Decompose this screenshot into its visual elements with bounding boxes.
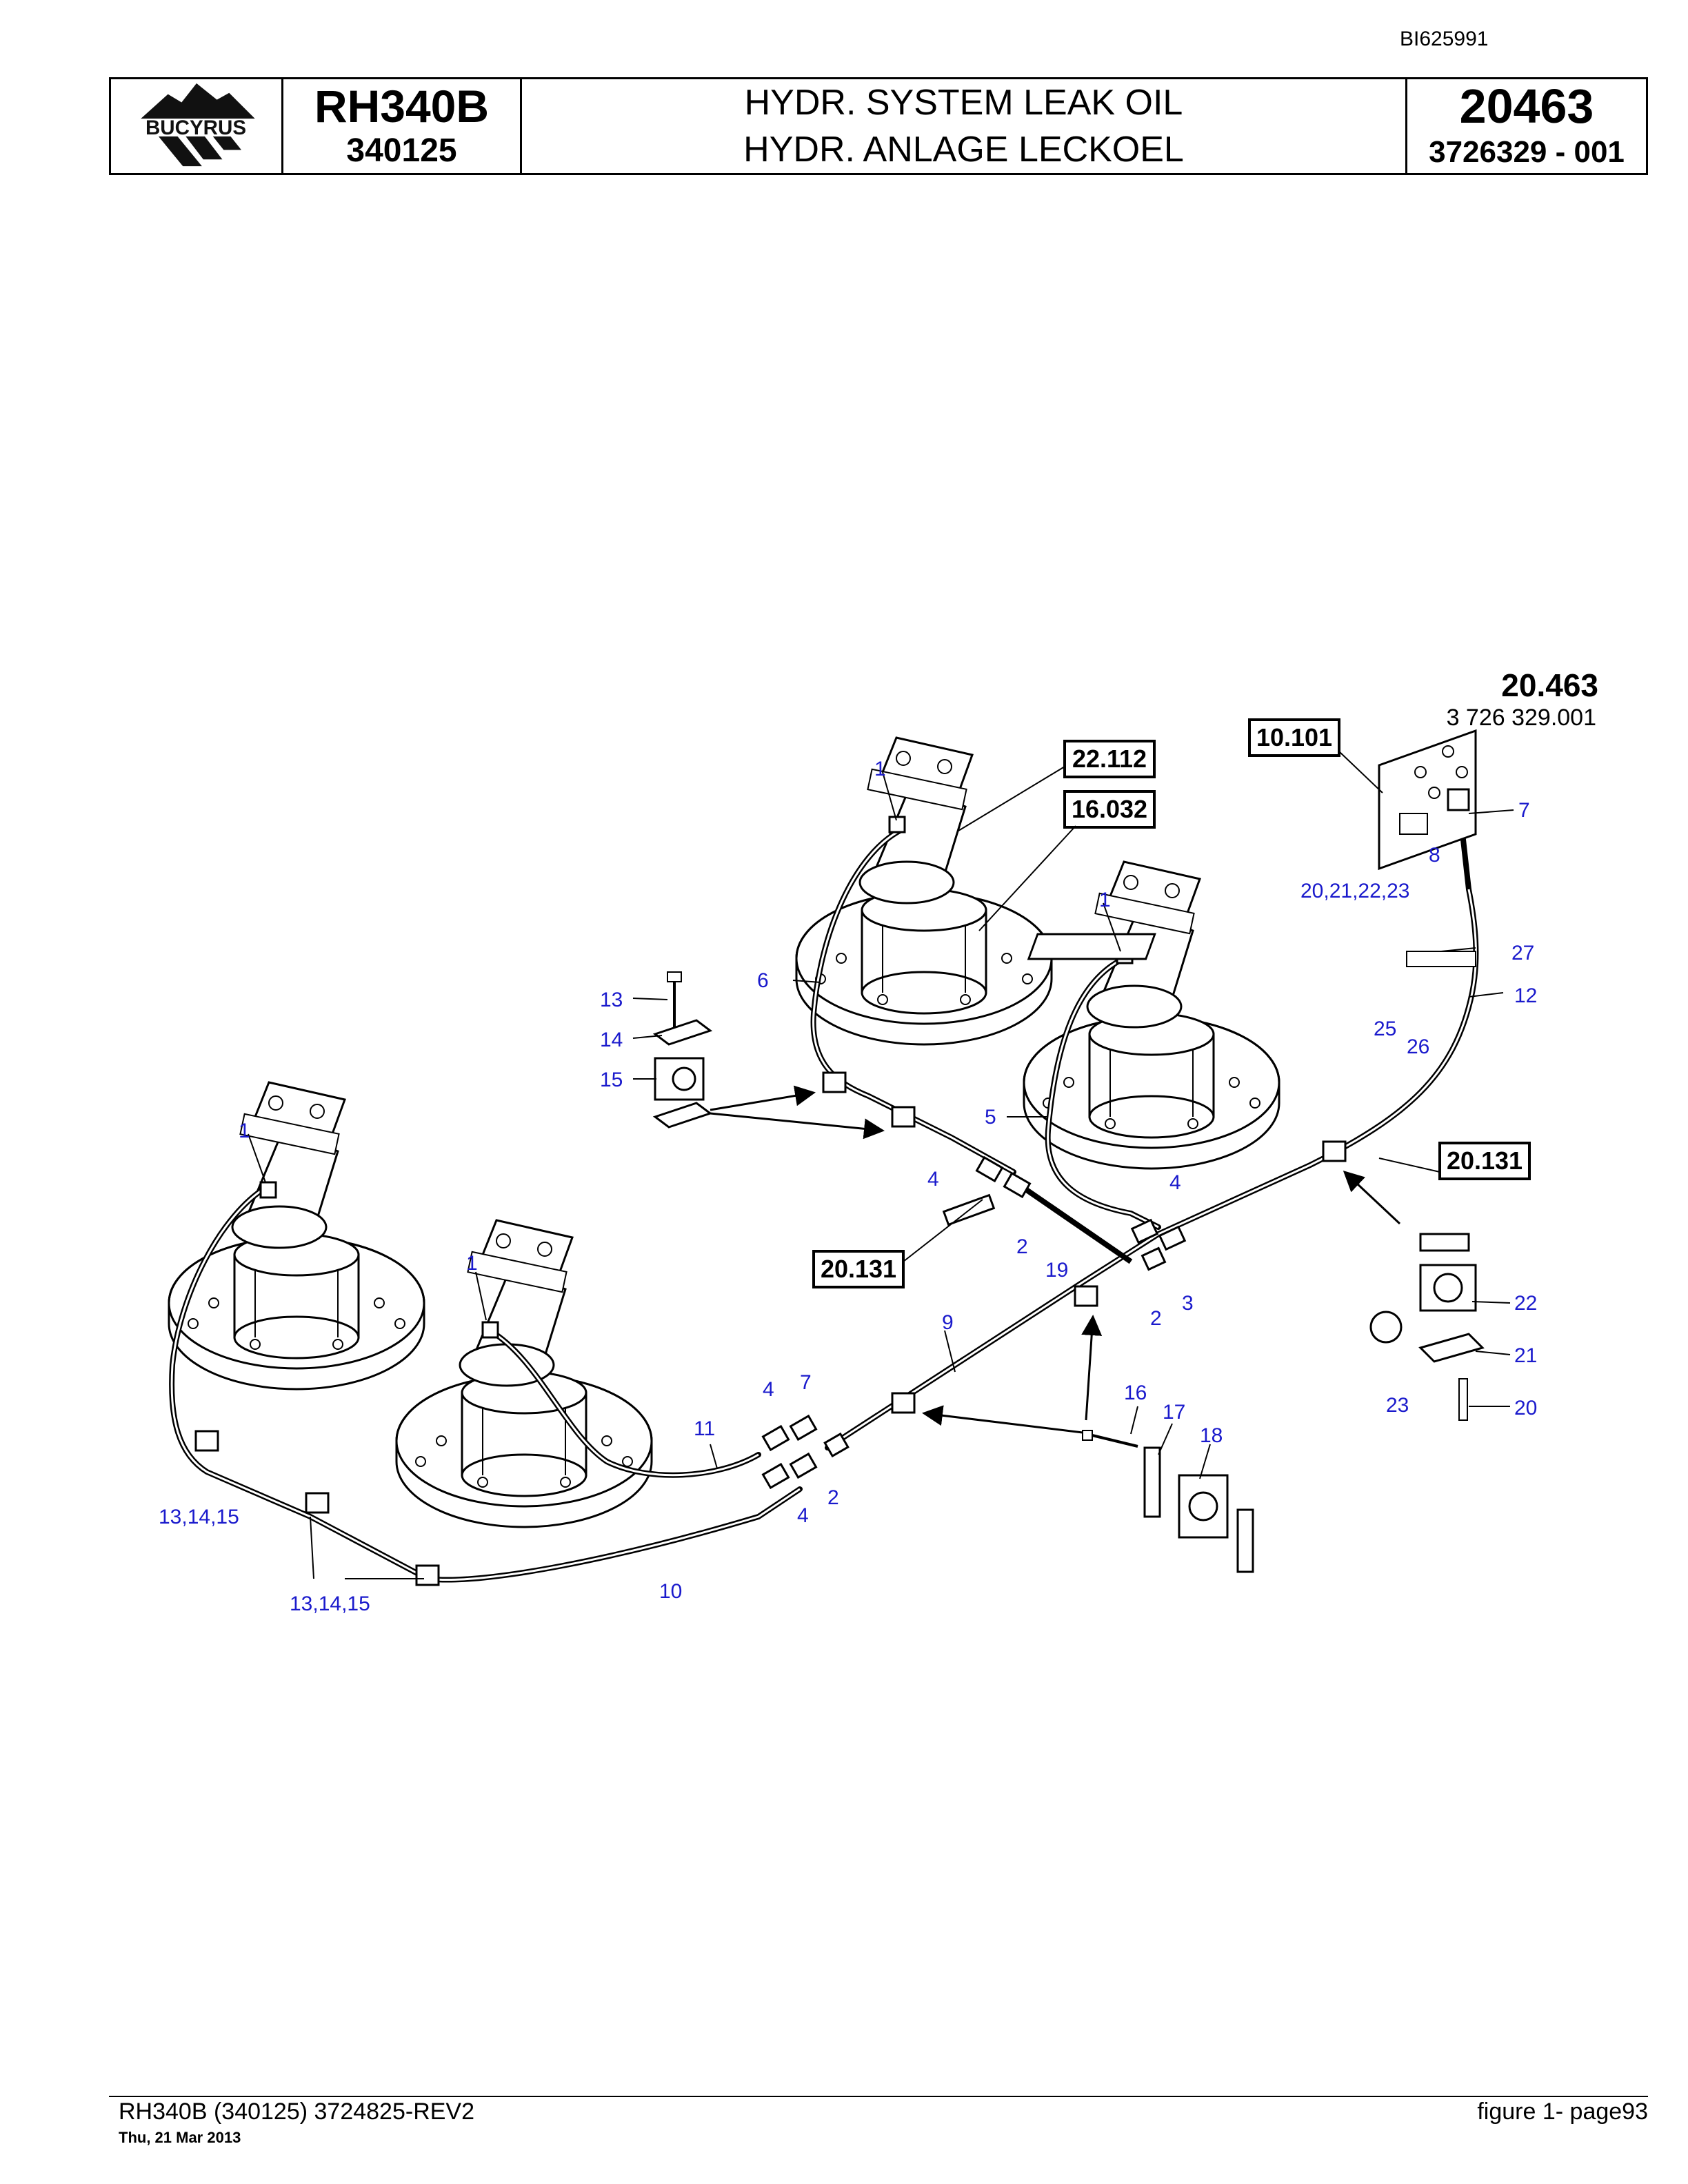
ref-box-20-131-left — [812, 1250, 905, 1288]
callout-8: 8 — [1429, 844, 1440, 867]
callout-11: 11 — [694, 1417, 715, 1440]
document-id: BI625991 — [1400, 28, 1489, 50]
callout-16: 16 — [1124, 1382, 1147, 1404]
callout-10: 10 — [659, 1580, 682, 1603]
hose-19 — [1018, 1183, 1133, 1264]
part-callouts: 1 1 1 1 6 5 4 4 4 4 2 2 2 3 19 9 7 11 10… — [159, 758, 1537, 1615]
callout-3: 3 — [1182, 1292, 1194, 1315]
title-block: BUCYRUS RH340B 340125 HYDR. SYSTEM LEAK … — [109, 77, 1648, 175]
fittings — [259, 816, 1187, 1490]
footer-date: Thu, 21 Mar 2013 — [119, 2129, 241, 2146]
ref-box-20-131-left-label: 20.131 — [821, 1255, 896, 1283]
clamp-exploded-lower — [922, 1315, 1254, 1573]
swing-motor-center — [395, 1219, 653, 1528]
callout-20-21-22-23: 20,21,22,23 — [1300, 880, 1409, 902]
ref-box-16-032 — [1063, 790, 1156, 829]
number-cell: 20463 3726329 - 001 — [1407, 79, 1646, 173]
footer-page-ref: figure 1- page93 — [1477, 2099, 1648, 2125]
ref-box-20-131-right — [1438, 1142, 1531, 1180]
callout-21: 21 — [1514, 1344, 1537, 1367]
callout-2: 2 — [1016, 1235, 1028, 1258]
callout-14: 14 — [600, 1029, 623, 1051]
clamp-exploded-right — [1343, 1170, 1485, 1421]
callout-1: 1 — [874, 758, 886, 780]
callout-23: 23 — [1386, 1394, 1409, 1417]
leak-oil-panel — [1027, 729, 1477, 967]
logo-wordmark: BUCYRUS — [145, 117, 245, 139]
company-logo: BUCYRUS — [111, 79, 283, 173]
callout-13-14-15: 13,14,15 — [159, 1506, 239, 1528]
callout-4: 4 — [763, 1378, 774, 1401]
title-german: HYDR. ANLAGE LECKOEL — [743, 130, 1184, 170]
callout-15: 15 — [600, 1069, 623, 1091]
footer-document-ref: RH340B (340125) 3724825-REV2 — [119, 2099, 475, 2125]
model-cell: RH340B 340125 — [283, 79, 522, 173]
callout-20: 20 — [1514, 1397, 1537, 1419]
callout-1: 1 — [1099, 889, 1111, 911]
callout-25: 25 — [1374, 1018, 1396, 1040]
callout-17: 17 — [1163, 1401, 1185, 1424]
callout-4: 4 — [1169, 1171, 1181, 1194]
serial-number: 340125 — [346, 132, 457, 169]
ref-box-10-101 — [1248, 718, 1340, 757]
callout-7: 7 — [1518, 799, 1530, 822]
callout-1: 1 — [466, 1252, 478, 1275]
group-label: 20.463 — [1501, 667, 1598, 703]
callout-27: 27 — [1511, 942, 1534, 964]
callout-4: 4 — [797, 1504, 809, 1527]
ref-box-16-032-label: 16.032 — [1072, 795, 1147, 823]
ref-box-20-131-right-label: 20.131 — [1447, 1146, 1523, 1175]
leader-lines — [248, 751, 1514, 1579]
callout-22: 22 — [1514, 1292, 1537, 1315]
callout-2: 2 — [827, 1486, 839, 1509]
callout-19: 19 — [1045, 1259, 1068, 1282]
reference-boxes: 22.112 16.032 10.101 20.131 20.131 — [812, 718, 1531, 1288]
footer-rule — [109, 2096, 1648, 2097]
callout-26: 26 — [1407, 1035, 1429, 1058]
group-part-number: 3 726 329.001 — [1447, 705, 1596, 731]
ref-box-22-112 — [1063, 740, 1156, 778]
bucyrus-logo: BUCYRUS — [125, 83, 266, 167]
ref-box-10-101-label: 10.101 — [1256, 723, 1332, 751]
callout-2: 2 — [1150, 1307, 1162, 1330]
swing-motor-right — [1023, 860, 1280, 1170]
callout-13: 13 — [600, 989, 623, 1011]
model-name: RH340B — [314, 81, 490, 132]
callout-7: 7 — [800, 1371, 812, 1394]
clamp-exploded-upper — [652, 971, 885, 1140]
swing-motor-top — [795, 736, 1053, 1046]
title-cell: HYDR. SYSTEM LEAK OIL HYDR. ANLAGE LECKO… — [522, 79, 1407, 173]
part-number: 3726329 - 001 — [1429, 135, 1625, 169]
callout-18: 18 — [1200, 1424, 1223, 1447]
callout-1: 1 — [239, 1120, 250, 1142]
callout-13-14-15: 13,14,15 — [290, 1593, 370, 1615]
callout-6: 6 — [757, 969, 769, 992]
title-english: HYDR. SYSTEM LEAK OIL — [744, 83, 1183, 123]
callout-9: 9 — [942, 1311, 954, 1334]
callout-12: 12 — [1514, 984, 1537, 1007]
group-number: 20463 — [1459, 79, 1594, 133]
callout-5: 5 — [985, 1106, 996, 1129]
swing-motor-left — [168, 1081, 425, 1391]
ref-box-22-112-label: 22.112 — [1072, 745, 1147, 773]
callout-4: 4 — [927, 1168, 939, 1191]
